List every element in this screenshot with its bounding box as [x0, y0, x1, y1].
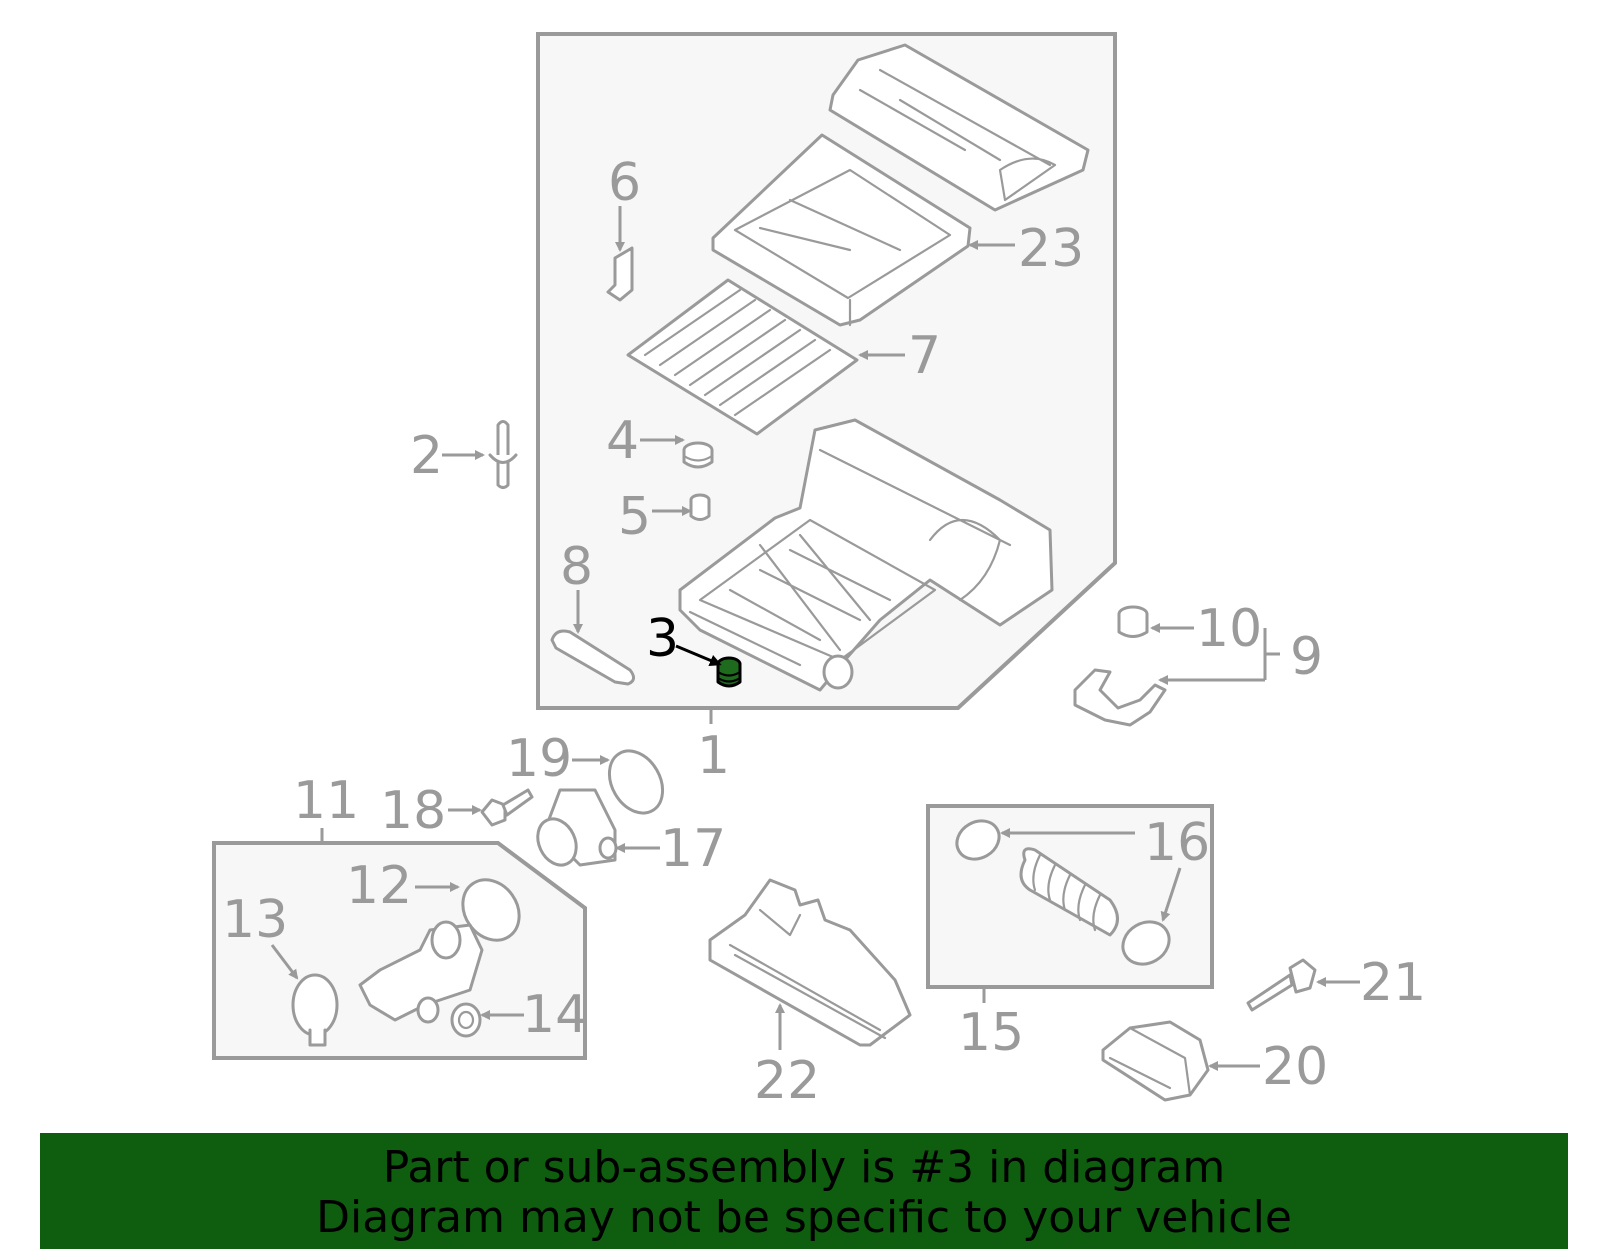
- part-4-grommet: [682, 441, 714, 469]
- callout-11[interactable]: 11: [293, 771, 359, 831]
- part-2-pin: [488, 420, 518, 489]
- part-20-sensor: [1101, 1020, 1210, 1102]
- callout-15[interactable]: 15: [958, 1003, 1024, 1063]
- part-14-grommet: [450, 1002, 482, 1038]
- callout-21[interactable]: 21: [1360, 953, 1426, 1013]
- part-5-grommet: [689, 493, 711, 521]
- callout-16[interactable]: 16: [1144, 813, 1210, 873]
- part-15-hose: [1019, 847, 1119, 937]
- part-13-clamp: [291, 973, 339, 1047]
- callout-5[interactable]: 5: [618, 487, 651, 547]
- part-16-clamps: [955, 819, 1171, 966]
- callout-3[interactable]: 3: [646, 609, 679, 669]
- callout-13[interactable]: 13: [222, 890, 288, 950]
- callout-19[interactable]: 19: [506, 729, 572, 789]
- banner-line-1: Part or sub-assembly is #3 in diagram: [382, 1142, 1226, 1193]
- callout-4[interactable]: 4: [606, 411, 639, 471]
- part-3-grommet[interactable]: [716, 656, 742, 688]
- leader-lines: [270, 206, 1360, 1071]
- callout-1[interactable]: 1: [697, 726, 730, 786]
- banner-line-2: Diagram may not be specific to your vehi…: [316, 1192, 1292, 1243]
- callout-9[interactable]: 9: [1290, 627, 1323, 687]
- callout-17[interactable]: 17: [660, 819, 726, 879]
- callout-8[interactable]: 8: [560, 537, 593, 597]
- part-7-filter: [626, 278, 859, 436]
- part-21-bolt: [1246, 958, 1317, 1012]
- part-9-bracket: [1073, 668, 1167, 727]
- callout-12[interactable]: 12: [346, 856, 412, 916]
- part-8-seal: [550, 629, 635, 686]
- callout-2[interactable]: 2: [410, 426, 443, 486]
- part-23-cover: [711, 43, 1090, 327]
- callout-6[interactable]: 6: [608, 153, 641, 213]
- part-22-resonator: [708, 878, 912, 1047]
- info-banner: Part or sub-assembly is #3 in diagram Di…: [40, 1133, 1568, 1249]
- callout-7[interactable]: 7: [908, 326, 941, 386]
- callout-14[interactable]: 14: [522, 985, 588, 1045]
- callout-18[interactable]: 18: [380, 781, 446, 841]
- part-19-oring: [607, 749, 665, 815]
- callout-10[interactable]: 10: [1196, 599, 1262, 659]
- part-11-duct: [358, 920, 484, 1024]
- callout-23[interactable]: 23: [1018, 219, 1084, 279]
- part-1-housing: [678, 418, 1054, 692]
- part-6-clip: [606, 246, 634, 302]
- part-18-bolt: [480, 788, 534, 827]
- part-17-sensor: [536, 788, 618, 867]
- callout-22[interactable]: 22: [754, 1051, 820, 1111]
- callout-20[interactable]: 20: [1262, 1037, 1328, 1097]
- part-10-grommet: [1117, 605, 1149, 638]
